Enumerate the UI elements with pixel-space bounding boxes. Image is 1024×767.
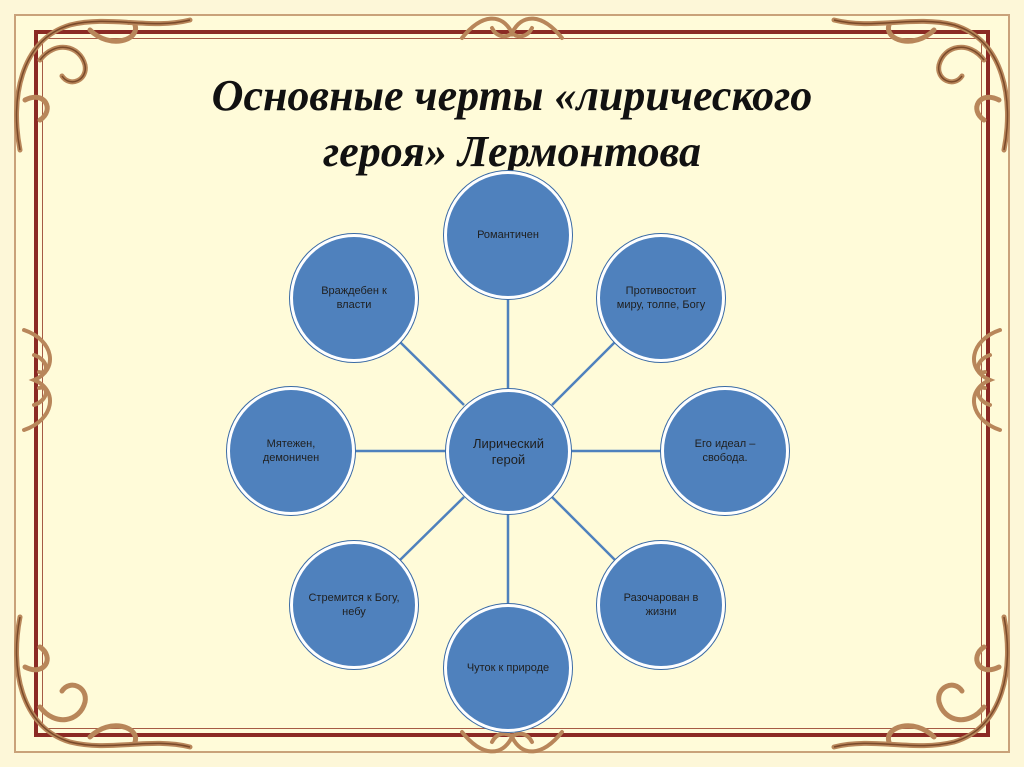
ornament-top-left-icon xyxy=(14,17,193,153)
node-opposes: Противостоит миру, толпе, Богу xyxy=(597,234,725,362)
ornament-top-center-icon xyxy=(460,16,564,40)
ornament-top-right-icon xyxy=(831,17,1010,153)
ornament-bottom-right-icon xyxy=(831,614,1010,750)
center-node: Лирический герой xyxy=(446,389,571,514)
page-title-line-1: Основные черты «лирического xyxy=(211,71,813,120)
node-hostile: Враждебен к власти xyxy=(290,234,418,362)
node-ideal: Его идеал – свобода. xyxy=(661,387,789,515)
connector-disillusioned xyxy=(551,496,616,561)
ornament-right-middle-icon xyxy=(972,328,1002,432)
ornament-bottom-center-icon xyxy=(460,730,564,754)
node-strives: Стремится к Богу, небу xyxy=(290,541,418,669)
connector-hostile xyxy=(399,341,465,406)
node-nature: Чуток к природе xyxy=(444,604,572,732)
connector-opposes xyxy=(551,341,616,406)
node-disillusioned: Разочарован в жизни xyxy=(597,541,725,669)
node-romantic: Романтичен xyxy=(444,171,572,299)
page-title-line-2: героя» Лермонтова xyxy=(323,127,701,176)
ornament-left-middle-icon xyxy=(22,328,52,432)
ornament-bottom-left-icon xyxy=(14,614,193,750)
node-rebellious: Мятежен, демоничен xyxy=(227,387,355,515)
connector-strives xyxy=(399,496,465,561)
